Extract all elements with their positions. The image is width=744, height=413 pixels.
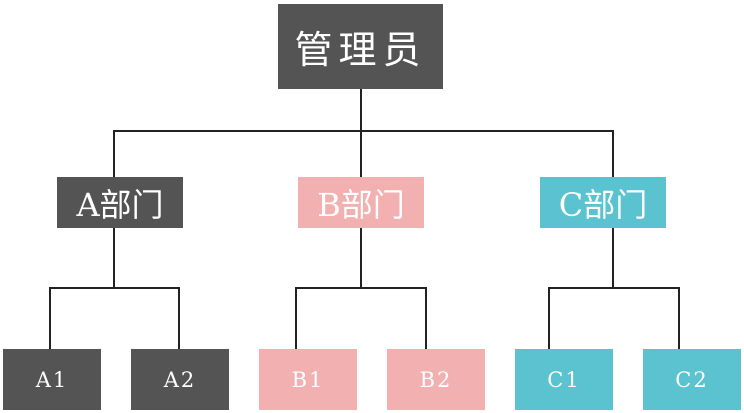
leaf-node-b1: B1	[259, 349, 357, 410]
connector-line	[678, 287, 680, 349]
leaf-node-c1: C1	[515, 349, 613, 410]
connector-line	[548, 287, 550, 349]
leaf-label: B2	[419, 367, 453, 392]
connector-line	[113, 228, 115, 288]
connector-line	[360, 228, 362, 288]
connector-line	[612, 228, 614, 288]
connector-line	[113, 130, 115, 177]
connector-line	[113, 130, 613, 132]
root-node-label: 管理员	[294, 28, 427, 72]
department-node-b: B部门	[298, 177, 424, 228]
leaf-label: B1	[291, 367, 325, 392]
connector-line	[49, 287, 51, 349]
leaf-node-a2: A2	[131, 349, 229, 410]
department-node-c: C部门	[540, 177, 666, 228]
leaf-label: C2	[675, 367, 709, 392]
connector-line	[295, 287, 427, 289]
department-label: B部门	[317, 185, 405, 224]
leaf-label: C1	[547, 367, 581, 392]
connector-line	[612, 130, 614, 177]
department-label: C部门	[558, 185, 648, 224]
connector-line	[49, 287, 180, 289]
connector-line	[548, 287, 680, 289]
leaf-node-c2: C2	[643, 349, 741, 410]
department-label: A部门	[76, 185, 164, 224]
leaf-label: A1	[35, 367, 69, 392]
leaf-node-a1: A1	[3, 349, 101, 410]
department-node-a: A部门	[57, 177, 183, 228]
connector-line	[178, 287, 180, 349]
leaf-label: A2	[163, 367, 197, 392]
connector-line	[360, 130, 362, 177]
connector-line	[295, 287, 297, 349]
connector-line	[425, 287, 427, 349]
root-node-admin: 管理员	[278, 4, 443, 89]
leaf-node-b2: B2	[387, 349, 485, 410]
connector-line	[360, 89, 362, 131]
